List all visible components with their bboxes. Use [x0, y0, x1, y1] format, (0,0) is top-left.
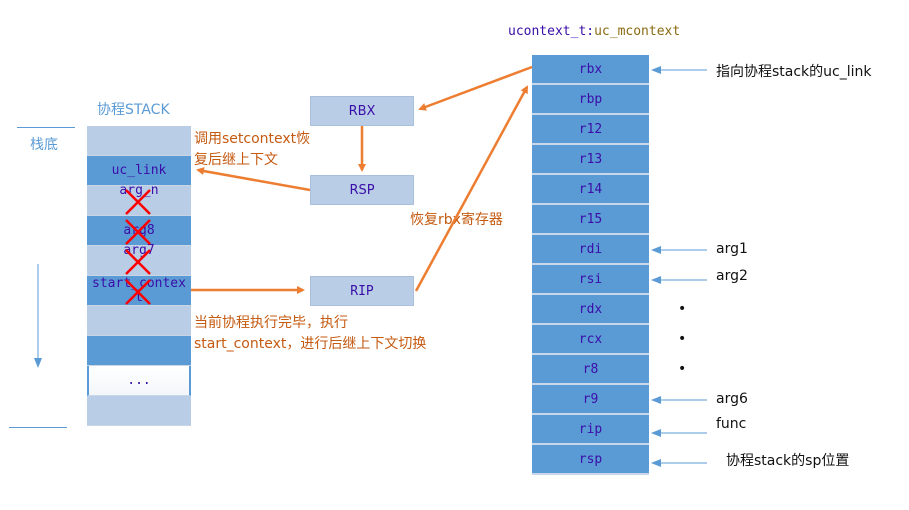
register-cell: r13: [532, 145, 649, 175]
register-note: arg6: [716, 391, 748, 407]
pointer-arrowhead: [651, 66, 661, 74]
register-note: •: [678, 361, 687, 377]
setcontext-note-line1: 调用setcontext恢: [194, 131, 311, 147]
restore-rbx-note: 恢复rbx寄存器: [410, 212, 503, 228]
register-cell: r15: [532, 205, 649, 235]
cross-icon: [125, 219, 151, 245]
register-name: rbx: [578, 61, 603, 77]
stack-top-line: [9, 427, 67, 428]
register-cell: rsp: [532, 445, 649, 475]
register-cell: rdi: [532, 235, 649, 265]
register-note: 协程stack的sp位置: [726, 453, 850, 469]
register-note: func: [716, 416, 747, 432]
register-cell: r14: [532, 175, 649, 205]
register-note: •: [678, 331, 687, 347]
register-note: 指向协程stack的uc_link: [716, 64, 872, 80]
register-cell: r9: [532, 385, 649, 415]
stack-cell-label: ...: [127, 372, 151, 388]
finish-note-line1: 当前协程执行完毕，执行: [194, 315, 348, 331]
stack-title: 协程STACK: [97, 102, 170, 118]
register-note: •: [678, 301, 687, 317]
register-cell: rcx: [532, 325, 649, 355]
struct-title-suffix: uc_mcontext: [594, 24, 681, 39]
register-name: r12: [578, 121, 603, 137]
pointer-arrowhead: [651, 429, 661, 437]
pointer-arrowhead: [651, 459, 661, 467]
register-cell: rdx: [532, 295, 649, 325]
register-name: rcx: [578, 331, 603, 347]
register-name: rbp: [578, 91, 603, 107]
setcontext-note-line2: 复后继上下文: [194, 152, 278, 168]
cross-icon: [125, 189, 151, 215]
pointer-arrowhead: [651, 276, 661, 284]
rsp-box-label: RSP: [349, 182, 375, 198]
register-name: r8: [582, 361, 599, 377]
stack-cell: [87, 126, 191, 156]
stack-cell: [87, 336, 191, 366]
stack-cell-label: start_context: [92, 275, 186, 305]
register-note: arg1: [716, 241, 748, 257]
register-cell: r12: [532, 115, 649, 145]
rsp-box: RSP: [310, 175, 414, 205]
cross-icon: [125, 249, 151, 275]
stack-cell: [87, 396, 191, 426]
stack-bottom-line: [17, 127, 75, 128]
stack-growth-arrowhead: [34, 358, 42, 368]
stack-cell: uc_link: [87, 156, 191, 186]
rbx-box: RBX: [310, 96, 414, 126]
register-name: r9: [582, 391, 599, 407]
register-cell: rip: [532, 415, 649, 445]
arrow-ripbox-to-rbx: [414, 85, 529, 292]
register-cell: rsi: [532, 265, 649, 295]
pointer-arrowhead: [651, 396, 661, 404]
stack-bottom-label: 栈底: [30, 137, 58, 153]
stack-cell: ...: [87, 366, 191, 396]
register-name: rsp: [578, 451, 603, 467]
finish-note-line2: start_context，进行后继上下文切换: [194, 336, 427, 352]
rbx-box-label: RBX: [348, 103, 376, 119]
register-name: r13: [578, 151, 603, 167]
rip-box-label: RIP: [350, 283, 374, 299]
stack-cell: [87, 306, 191, 336]
pointer-arrowhead: [651, 246, 661, 254]
arrow-rspbox-to-uclink: [196, 167, 311, 192]
struct-title: ucontext_t:uc_mcontext: [508, 24, 680, 39]
rip-box: RIP: [310, 276, 414, 306]
register-name: r15: [578, 211, 603, 227]
register-cell: r8: [532, 355, 649, 385]
register-name: r14: [578, 181, 603, 197]
register-name: rsi: [578, 271, 603, 287]
register-cell: rbp: [532, 85, 649, 115]
struct-title-prefix: ucontext_t:: [508, 24, 595, 39]
setcontext-note: 调用setcontext恢 复后继上下文: [194, 129, 310, 171]
cross-icon: [125, 279, 151, 305]
finish-note: 当前协程执行完毕，执行 start_context，进行后继上下文切换: [194, 313, 426, 355]
register-cell: rbx: [532, 55, 649, 85]
register-name: rdx: [578, 301, 603, 317]
register-note: arg2: [716, 268, 748, 284]
stack-cell-label: uc_link: [111, 162, 167, 178]
register-name: rdi: [578, 241, 603, 257]
register-name: rip: [578, 421, 603, 437]
arrow-rbx-to-rbxbox: [418, 65, 533, 111]
